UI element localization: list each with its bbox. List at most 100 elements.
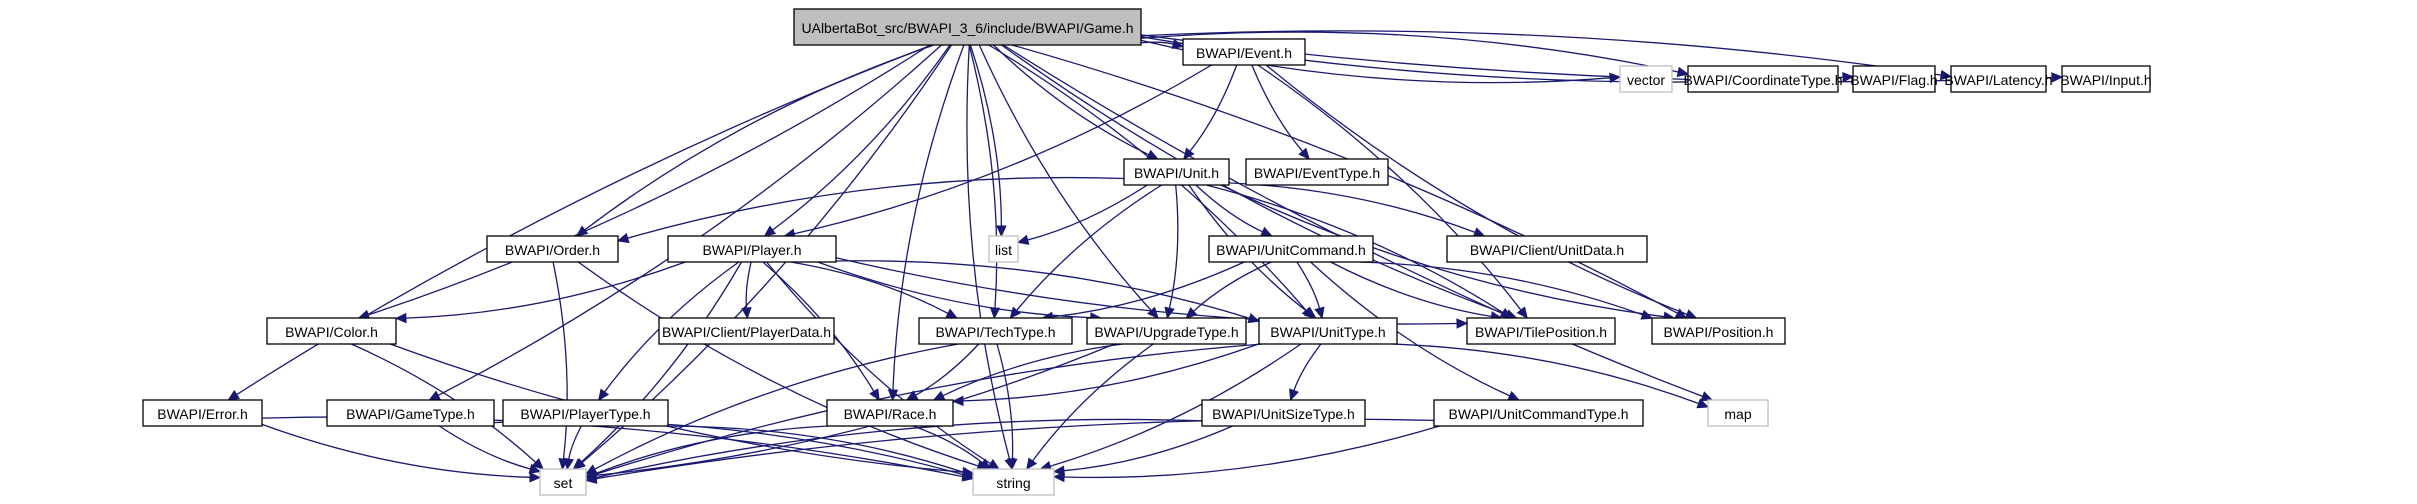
node-unitdata[interactable]: BWAPI/Client/UnitData.h — [1446, 235, 1648, 263]
node-label: BWAPI/Race.h — [844, 406, 937, 422]
edge-line — [1052, 261, 1245, 318]
node-label: set — [554, 475, 573, 491]
node-box — [1707, 399, 1769, 427]
edge-error-to-set — [261, 423, 542, 483]
arrowhead-icon — [1700, 391, 1714, 402]
edge-line — [666, 425, 964, 473]
node-coordtype[interactable]: BWAPI/CoordinateType.h — [1683, 65, 1843, 93]
node-box — [326, 399, 495, 427]
arrowhead-icon — [1472, 227, 1486, 238]
node-position[interactable]: BWAPI/Position.h — [1651, 317, 1786, 345]
node-input[interactable]: BWAPI/Input.h — [2060, 65, 2152, 93]
edge-line — [1140, 41, 1174, 45]
node-box — [1433, 399, 1644, 427]
edge-line — [594, 343, 959, 470]
node-player[interactable]: BWAPI/Player.h — [667, 235, 837, 263]
edge-game-to-coordtype — [1140, 31, 1690, 78]
node-box — [142, 399, 263, 427]
edge-line — [913, 425, 983, 464]
node-box — [2061, 65, 2151, 93]
edge-game-to-color — [357, 44, 931, 320]
node-eventtype[interactable]: BWAPI/EventType.h — [1245, 158, 1389, 186]
node-color[interactable]: BWAPI/Color.h — [266, 317, 397, 345]
node-unit[interactable]: BWAPI/Unit.h — [1123, 158, 1230, 186]
node-techtype[interactable]: BWAPI/TechType.h — [918, 317, 1073, 345]
edge-line — [1001, 44, 1508, 316]
node-flag[interactable]: BWAPI/Flag.h — [1850, 65, 1938, 93]
node-map: map — [1707, 399, 1769, 427]
node-error[interactable]: BWAPI/Error.h — [142, 399, 263, 427]
node-label: BWAPI/Client/PlayerData.h — [662, 324, 831, 340]
node-label: BWAPI/PlayerType.h — [520, 406, 650, 422]
arrowhead-icon — [1016, 234, 1030, 245]
arrowhead-icon — [1939, 69, 1953, 81]
node-playerdata[interactable]: BWAPI/Client/PlayerData.h — [658, 317, 835, 345]
edge-line — [996, 343, 1014, 460]
edge-line — [438, 425, 531, 470]
node-unitsizetype[interactable]: BWAPI/UnitSizeType.h — [1201, 399, 1366, 427]
arrowhead-icon — [978, 458, 992, 470]
node-race[interactable]: BWAPI/Race.h — [826, 399, 954, 427]
edge-line — [915, 343, 980, 396]
edge-line — [552, 261, 568, 460]
node-box — [793, 8, 1142, 46]
arrowhead-icon — [987, 458, 1000, 470]
nodes-layer: UAlbertaBot_src/BWAPI_3_6/include/BWAPI/… — [142, 8, 2152, 496]
edge-unitcommand-to-position — [1358, 261, 1654, 320]
node-box — [1619, 65, 1673, 93]
node-box — [826, 399, 954, 427]
arrowhead-icon — [584, 473, 598, 484]
edge-player-to-unittype — [835, 260, 1261, 324]
node-latency[interactable]: BWAPI/Latency.h — [1944, 65, 2053, 93]
edge-game-to-player — [763, 44, 951, 237]
arrowhead-icon — [1499, 307, 1513, 319]
edge-line — [568, 425, 582, 460]
node-order[interactable]: BWAPI/Order.h — [486, 235, 619, 263]
edge-line — [1050, 343, 1302, 467]
edge-line — [1296, 261, 1321, 309]
node-box — [1446, 235, 1648, 263]
edge-unitcommand-to-techtype — [1041, 261, 1245, 323]
node-label: BWAPI/Error.h — [157, 406, 248, 422]
node-gametype[interactable]: BWAPI/GameType.h — [326, 399, 495, 427]
edge-line — [1193, 261, 1272, 312]
node-box — [1258, 317, 1398, 345]
edge-game-to-map — [1003, 44, 1714, 402]
node-playertype[interactable]: BWAPI/PlayerType.h — [502, 399, 669, 427]
arrowhead-icon — [1007, 458, 1018, 471]
arrowhead-icon — [741, 307, 752, 320]
arrowhead-icon — [1609, 72, 1622, 84]
node-tileposition[interactable]: BWAPI/TilePosition.h — [1466, 317, 1616, 345]
edge-line — [1330, 261, 1492, 318]
node-label: BWAPI/UnitCommand.h — [1216, 242, 1366, 258]
node-label: BWAPI/UnitSizeType.h — [1212, 406, 1355, 422]
edge-unitcommand-to-unittype — [1296, 261, 1325, 320]
node-box — [1123, 158, 1230, 186]
arrowhead-icon — [961, 467, 975, 478]
node-label: BWAPI/Latency.h — [1944, 72, 2052, 88]
arrowhead-icon — [1183, 147, 1195, 160]
edge-event-to-eventtype — [1251, 64, 1310, 160]
edge-line — [1392, 343, 1699, 405]
node-unitcommand[interactable]: BWAPI/UnitCommand.h — [1208, 235, 1374, 263]
edge-game-to-techtype — [968, 44, 1001, 320]
edge-line — [351, 343, 537, 463]
arrowhead-icon — [1185, 306, 1198, 319]
node-upgradetype[interactable]: BWAPI/UpgradeType.h — [1086, 317, 1247, 345]
arrowhead-icon — [531, 457, 545, 470]
arrowhead-icon — [1259, 226, 1273, 237]
edge-order-to-set — [552, 261, 569, 471]
edge-line — [595, 425, 829, 475]
node-label: BWAPI/Position.h — [1664, 324, 1774, 340]
edge-line — [969, 44, 1003, 227]
node-unitcommandtype[interactable]: BWAPI/UnitCommandType.h — [1433, 399, 1644, 427]
edge-unitcommand-to-tileposition — [1330, 261, 1503, 322]
node-event[interactable]: BWAPI/Event.h — [1182, 38, 1306, 66]
node-box — [266, 317, 397, 345]
edge-line — [992, 44, 1149, 156]
edge-line — [389, 343, 964, 473]
node-label: BWAPI/UnitCommandType.h — [1449, 406, 1629, 422]
node-unittype[interactable]: BWAPI/UnitType.h — [1258, 317, 1398, 345]
node-string: string — [972, 468, 1055, 496]
arrowhead-icon — [869, 388, 880, 402]
